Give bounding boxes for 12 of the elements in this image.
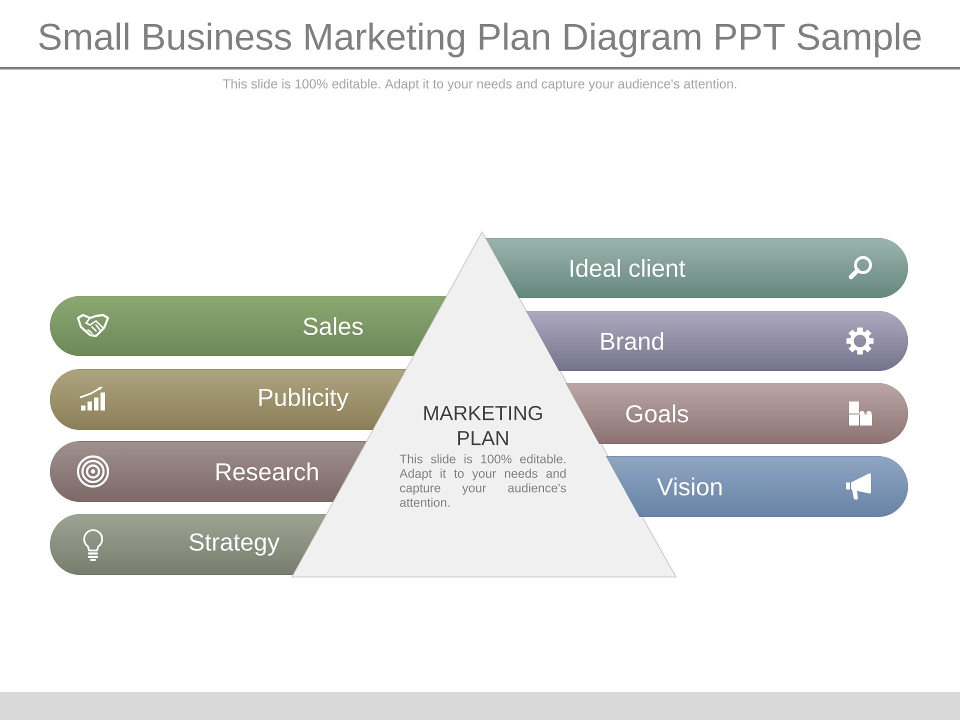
band-label: Ideal client xyxy=(570,259,686,277)
band-label: Vision xyxy=(656,478,722,496)
band-label: Brand xyxy=(601,332,664,350)
subtitle: This slide is 100% editable. Adapt it to your needs and capture your audience's attention. xyxy=(222,78,736,92)
band-label: Strategy xyxy=(189,533,280,556)
body-text: This slide is 100% editable. Adapt it to your needs and capture your audience's attention. xyxy=(400,454,566,507)
band-label: Publicity xyxy=(259,388,349,411)
band-label: Research xyxy=(216,462,318,480)
heading: MARKETING PLAN xyxy=(424,406,542,446)
title: Small Business Marketing Plan Diagram PPT Sample xyxy=(39,22,921,58)
band-label: Goals xyxy=(626,404,688,422)
band-label: Sales xyxy=(303,317,363,335)
